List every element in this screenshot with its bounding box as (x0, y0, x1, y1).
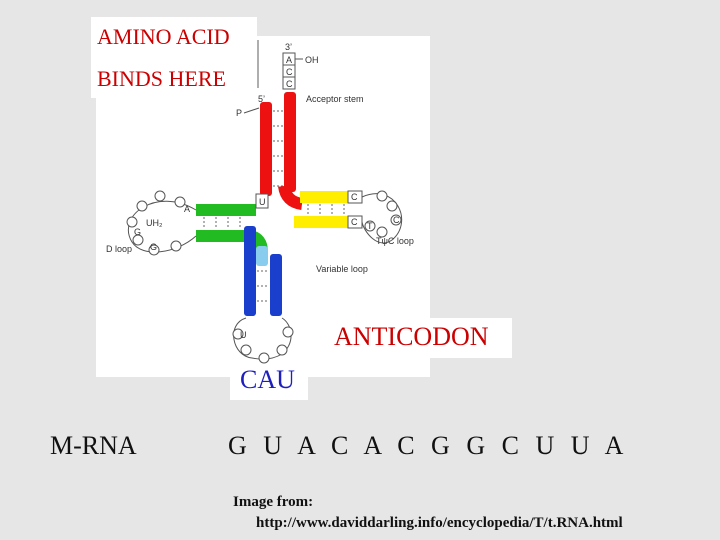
acceptor-base-a: A (286, 55, 292, 65)
amino-acid-callout-line1: AMINO ACID (91, 17, 257, 60)
acceptor-end: A C C OH 3’ 5’ P Acceptor stem (236, 42, 364, 118)
credit-line1: Image from: (233, 494, 314, 510)
tpsic-c3: C (393, 215, 400, 225)
d-base-g1: G (134, 227, 141, 237)
acceptor-base-c2: C (286, 79, 293, 89)
five-prime-label: 5’ (258, 94, 265, 104)
d-base-g2: G (150, 242, 157, 252)
tpsic-c2: C (351, 217, 358, 227)
oh-label: OH (305, 55, 319, 65)
credit-url[interactable]: http://www.daviddarling.info/encyclopedi… (256, 515, 623, 531)
variable-loop-label: Variable loop (316, 264, 368, 274)
stem-base-u: U (259, 197, 266, 207)
acceptor-stem-label: Acceptor stem (306, 94, 364, 104)
d-loop-label: D loop (106, 244, 132, 254)
d-arm: A UH₂ G G U D loop (106, 190, 269, 256)
anticodon-arm: U Variable loop (232, 226, 368, 364)
uh2-label: UH₂ (146, 218, 163, 228)
d-base-a: A (184, 204, 190, 214)
mrna-sequence: G U A C A C G G C U U A (228, 431, 629, 460)
mrna-label: M-RNA (50, 431, 137, 460)
tpsic-t: T (367, 221, 373, 231)
tpsic-arm: C C T C TψC loop (294, 190, 414, 246)
anticodon-sequence: CAU (230, 365, 308, 400)
amino-acid-callout-line2: BINDS HERE (91, 60, 257, 98)
anticodon-callout: ANTICODON (328, 318, 512, 358)
tpsic-c1: C (351, 192, 358, 202)
trna-diagram: A C C OH 3’ 5’ P Acceptor stem (106, 40, 414, 364)
three-prime-label: 3’ (285, 42, 292, 52)
acceptor-stem (260, 92, 304, 210)
anticodon-base-u: U (240, 330, 247, 340)
tpsic-loop-label: TψC loop (376, 236, 414, 246)
p-label: P (236, 108, 242, 118)
acceptor-base-c1: C (286, 67, 293, 77)
